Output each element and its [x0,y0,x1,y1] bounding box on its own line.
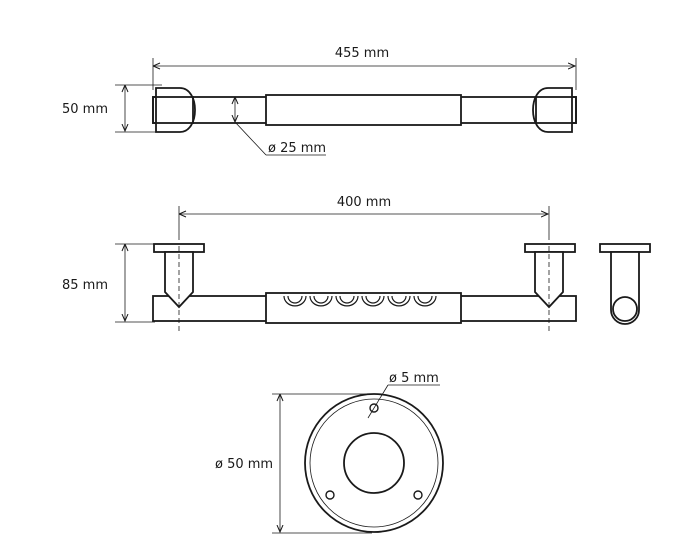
top-view: 455 mm 50 mm ø 25 mm [62,46,577,156]
flange-view: ø 50 mm ø 5 mm [215,371,444,534]
flange-center-hole [343,432,405,494]
depth-label: 85 mm [62,278,108,293]
grip-scallops [283,295,437,307]
length-label: 455 mm [335,46,389,61]
height-label: 50 mm [62,102,108,117]
bar-grip [265,94,462,126]
tube-end-left [152,96,194,124]
diameter-label: ø 25 mm [268,141,326,156]
diameter-leader [234,121,267,156]
screw-hole-leader [367,384,389,419]
side-tube-section [612,296,638,322]
flange-right [524,243,576,253]
screw-hole-right [413,490,423,500]
tube-end-right [535,96,577,124]
grip-scallops-inner [287,295,433,304]
rosette-right [532,87,573,133]
front-view: 400 mm 85 mm [62,195,651,334]
screw-hole-left [325,490,335,500]
rosette-left [155,87,196,133]
spacing-label: 400 mm [337,195,391,210]
side-flange [599,243,651,253]
flange-inner-rim [309,398,439,528]
flange-diameter-label: ø 50 mm [215,457,273,472]
screw-hole-label: ø 5 mm [389,371,439,386]
bar-grip [265,292,462,324]
